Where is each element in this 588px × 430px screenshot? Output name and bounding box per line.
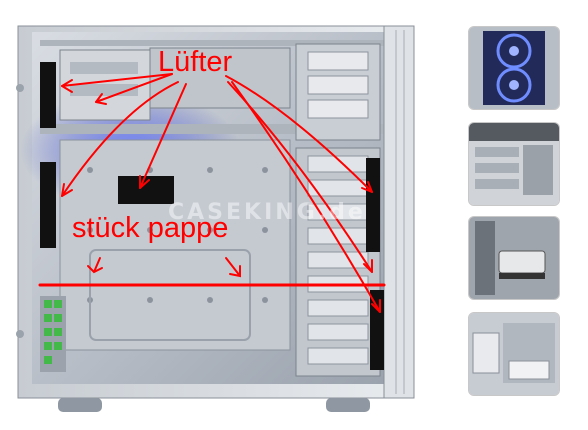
black-strip-left-top: [40, 62, 56, 128]
tray-holes: [87, 167, 268, 303]
watermark: CASEKING.de: [168, 200, 366, 225]
fan-annotation-arrows: [61, 73, 381, 313]
crossbar-top: [40, 40, 385, 46]
arrow-to-left-strip: [61, 81, 179, 197]
cardboard-label: stück pappe: [72, 212, 229, 244]
arrow-to-psu-fan: [61, 73, 173, 87]
case-foot-right: [326, 398, 370, 412]
crossbar-upper: [40, 124, 385, 134]
black-strip-right-mid: [366, 158, 380, 252]
case-foot-left: [58, 398, 102, 412]
arrow-down-right: [225, 257, 241, 278]
side-thumbscrew-top: [16, 84, 24, 92]
arrow-to-mid-right: [227, 81, 373, 273]
thumbnail-drive-bay-rails[interactable]: [468, 122, 560, 206]
side-thumbscrew-bottom: [16, 330, 24, 338]
thumbnail-blue-led-fans[interactable]: [468, 26, 560, 110]
arrow-down-left: [87, 257, 103, 274]
cardboard-annotation-marks: [38, 257, 386, 287]
arrow-to-cpu-cutout: [139, 83, 187, 189]
arrow-to-top-right: [225, 75, 373, 193]
black-strip-right-low: [370, 290, 384, 370]
arrow-to-psu-fan-2: [95, 73, 173, 103]
thumbnail-interior-bottom[interactable]: [468, 312, 560, 396]
fan-icon: [496, 33, 532, 69]
black-strip-left-mid: [40, 162, 56, 248]
motherboard-tray: [59, 139, 291, 351]
fan-icon: [496, 67, 532, 103]
cpu-cutout: [118, 176, 174, 204]
thumbnail-hard-drive-tray[interactable]: [468, 216, 560, 300]
expansion-slots: [40, 296, 66, 372]
optical-drive-cage: [295, 43, 381, 141]
fan-label: Lüfter: [158, 46, 233, 78]
front-bezel: [383, 25, 415, 399]
tray-cutout: [89, 249, 251, 341]
top-fan-mount: [149, 47, 291, 109]
